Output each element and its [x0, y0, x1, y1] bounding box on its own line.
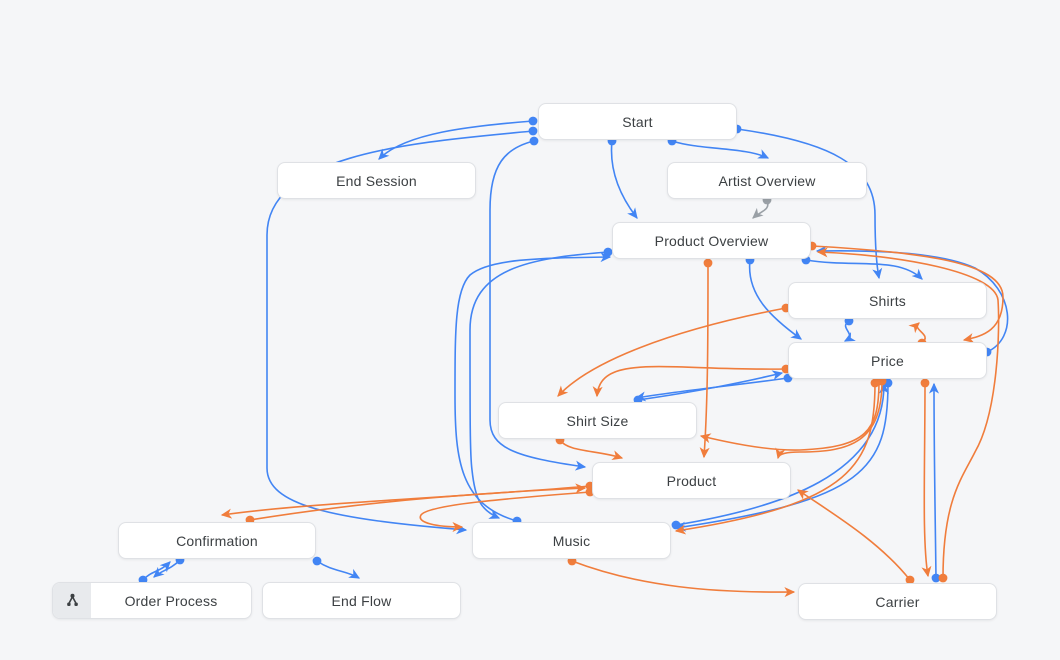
- node-label-product-overview: Product Overview: [654, 232, 769, 249]
- edge-price-to-shirt-size: [634, 373, 793, 402]
- node-label-carrier: Carrier: [875, 593, 920, 610]
- edge-start-to-artist-overview: [667, 136, 770, 159]
- node-music[interactable]: Music: [472, 522, 671, 559]
- node-product-overview[interactable]: Product Overview: [612, 222, 811, 259]
- edge-carrier-to-product: [797, 489, 915, 585]
- node-shirt-size[interactable]: Shirt Size: [498, 402, 697, 439]
- edge-product-overview-to-shirts: [801, 255, 923, 280]
- node-label-price: Price: [871, 352, 904, 369]
- edge-order-process-to-confirmation: [138, 561, 171, 585]
- edge-price-to-carrier: [920, 378, 932, 578]
- edge-music-to-product-overview: [454, 252, 612, 526]
- edge-shirts-to-price: [843, 316, 856, 342]
- node-end-flow[interactable]: End Flow: [262, 582, 461, 619]
- edge-product-overview-to-product: [699, 258, 713, 459]
- edge-confirmation-to-order-process: [153, 555, 185, 578]
- edge-shirt-size-to-product: [555, 435, 624, 460]
- node-label-shirt-size: Shirt Size: [566, 412, 629, 429]
- edge-shirts-to-shirt-size: [557, 303, 791, 397]
- node-label-confirmation: Confirmation: [176, 532, 258, 549]
- edge-price-to-shirts: [908, 322, 927, 348]
- node-shirts[interactable]: Shirts: [788, 282, 987, 319]
- node-label-shirts: Shirts: [869, 292, 906, 309]
- flow-icon: [53, 583, 91, 618]
- node-price[interactable]: Price: [788, 342, 987, 379]
- edge-start-to-end-session: [378, 116, 538, 160]
- edge-music-to-carrier: [567, 556, 796, 598]
- edge-price-to-music: [674, 378, 893, 532]
- edge-shirt-size-to-price: [633, 370, 784, 405]
- edge-price-to-product-top: [775, 376, 887, 460]
- edge-carrier-to-price: [928, 382, 941, 583]
- edge-price-to-shirt-size: [592, 364, 791, 398]
- node-order-process[interactable]: Order Process: [52, 582, 252, 619]
- edge-confirmation-to-end-flow: [312, 556, 361, 579]
- node-carrier[interactable]: Carrier: [798, 583, 997, 620]
- node-label-end-session: End Session: [336, 172, 417, 189]
- edge-start-to-product-overview: [607, 136, 638, 219]
- node-label-end-flow: End Flow: [331, 592, 392, 609]
- node-label-order-process: Order Process: [124, 592, 218, 609]
- node-label-start: Start: [622, 113, 653, 130]
- edge-carrier-to-product-overview: [816, 247, 1000, 583]
- node-end-session[interactable]: End Session: [277, 162, 476, 199]
- edge-price-to-shirt-size-right: [699, 376, 884, 451]
- node-product[interactable]: Product: [592, 462, 791, 499]
- node-artist-overview[interactable]: Artist Overview: [667, 162, 867, 199]
- node-label-artist-overview: Artist Overview: [718, 172, 816, 189]
- node-start[interactable]: Start: [538, 103, 737, 140]
- edge-artist-overview-to-product-overview: [752, 195, 772, 219]
- node-label-music: Music: [552, 532, 591, 549]
- node-label-product: Product: [666, 472, 717, 489]
- node-confirmation[interactable]: Confirmation: [118, 522, 316, 559]
- edge-product-to-music: [419, 487, 595, 533]
